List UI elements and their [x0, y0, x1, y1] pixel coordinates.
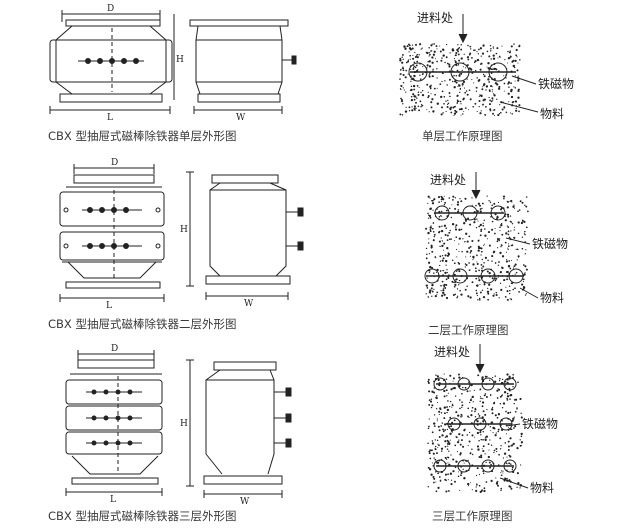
double-front-view: [59, 164, 165, 302]
inlet-label-single: 进料处: [417, 11, 453, 25]
iron-label-triple: 铁磁物: [522, 416, 558, 431]
caption-double-outline: CBX 型抽屉式磁棒除铁器二层外形图: [48, 317, 237, 331]
caption-triple-principle: 三层工作原理图: [432, 509, 513, 523]
dim-l-triple: L: [110, 495, 116, 505]
iron-label-single: 铁磁物: [538, 76, 574, 91]
triple-front-view: [65, 350, 163, 496]
dim-w-double: W: [244, 299, 254, 309]
material-label-double: 物料: [540, 291, 564, 305]
material-particles: [399, 43, 529, 493]
dim-d-double: D: [111, 158, 118, 168]
dim-h-triple: H: [180, 419, 188, 429]
dim-h-single: H: [176, 55, 184, 65]
double-side-view: [186, 171, 304, 300]
caption-single-principle: 单层工作原理图: [422, 129, 503, 143]
dim-w-triple: W: [240, 497, 250, 507]
material-label-single: 物料: [540, 107, 564, 121]
iron-label-double: 铁磁物: [532, 236, 568, 251]
caption-double-principle: 二层工作原理图: [428, 323, 509, 337]
dim-l-single: L: [107, 113, 113, 123]
single-side-view: [189, 19, 297, 114]
triple-side-view: [186, 359, 292, 498]
single-front-view: [49, 10, 175, 114]
caption-triple-outline: CBX 型抽屉式磁棒除铁器三层外形图: [48, 509, 237, 523]
dim-h-double: H: [180, 225, 188, 235]
caption-single-outline: CBX 型抽屉式磁棒除铁器单层外形图: [48, 129, 237, 143]
inlet-label-double: 进料处: [430, 173, 466, 187]
dim-d-triple: D: [111, 344, 118, 354]
inlet-label-triple: 进料处: [434, 345, 470, 359]
material-label-triple: 物料: [530, 481, 554, 495]
dim-l-double: L: [106, 301, 112, 311]
dim-w-single: W: [236, 113, 246, 123]
dim-d-single: D: [107, 4, 114, 14]
